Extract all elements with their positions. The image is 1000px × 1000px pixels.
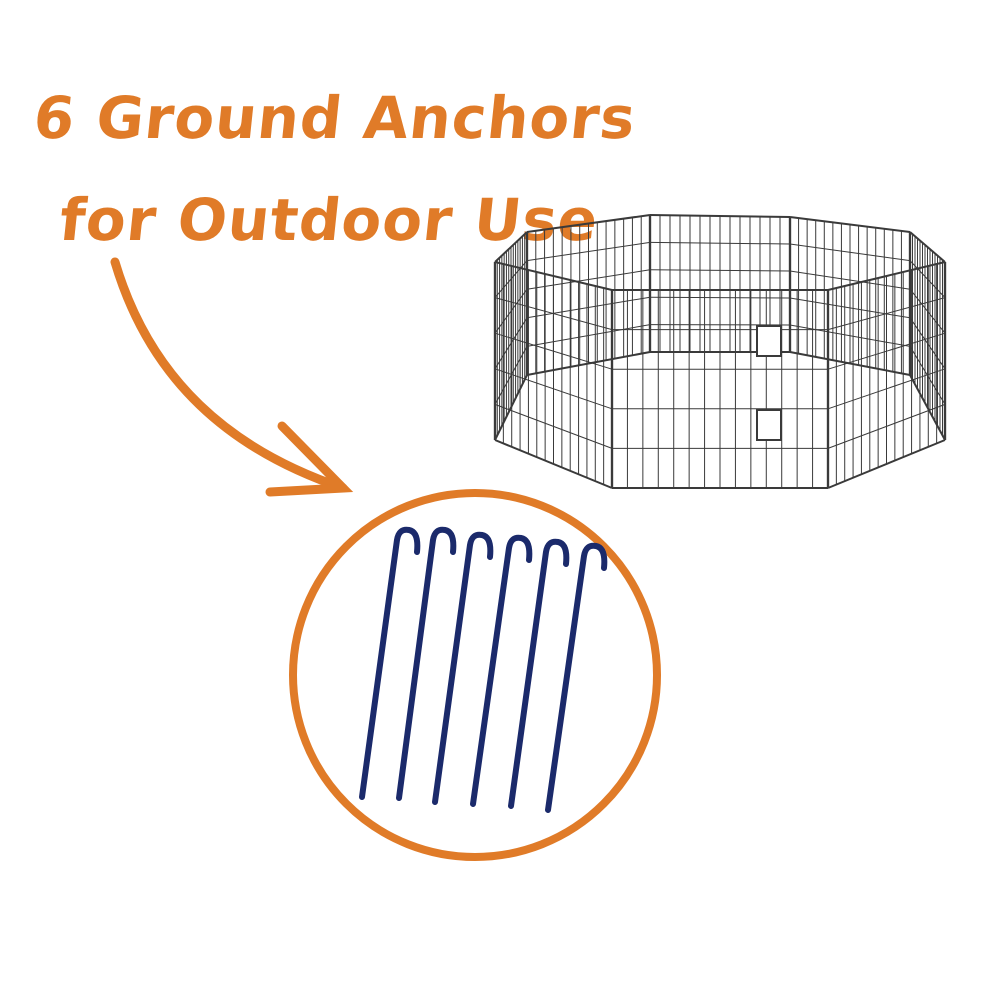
playpen-wire [789, 270, 911, 290]
playpen-wire [789, 216, 911, 233]
ground-anchor-stake [508, 538, 570, 809]
playpen-wire [909, 288, 946, 334]
playpen-illustration [493, 214, 947, 489]
playpen-wire [827, 439, 946, 489]
playpen-wire [494, 260, 528, 298]
playpen-wire [649, 214, 791, 218]
stakes-highlight-circle [289, 489, 661, 861]
playpen-wire [526, 269, 651, 290]
playpen-wire [789, 243, 911, 262]
playpen-wire [827, 261, 946, 291]
playpen-wire [909, 346, 946, 405]
playpen-wire [494, 374, 528, 441]
playpen-wire [494, 368, 613, 410]
playpen-wire [494, 346, 528, 405]
ground-anchor-stake [359, 526, 421, 800]
door-latch [756, 325, 782, 357]
playpen-wire [789, 351, 911, 376]
door-latch [756, 409, 782, 441]
playpen-wire [494, 288, 528, 334]
playpen-wire [909, 231, 946, 263]
ground-anchor-stake [545, 542, 608, 813]
playpen-wire [649, 269, 791, 272]
playpen-wire [909, 260, 946, 298]
playpen-wire [494, 297, 613, 331]
playpen-wire [526, 296, 651, 319]
playpen-wire [827, 332, 946, 370]
playpen-wire [789, 324, 911, 347]
playpen-wire [494, 231, 528, 263]
ground-anchor-stakes [359, 526, 608, 813]
playpen-wire [909, 374, 946, 441]
playpen-wire [494, 261, 613, 291]
playpen-wire [494, 332, 613, 370]
ground-anchor-stake [432, 531, 494, 805]
playpen-wire [494, 403, 613, 449]
playpen-wire [526, 324, 651, 347]
playpen-wire [494, 317, 528, 370]
playpen-wire [827, 368, 946, 410]
ground-anchor-stake [396, 526, 457, 801]
ground-anchor-stake [470, 534, 533, 807]
playpen-wire [526, 241, 651, 262]
arrow-icon [110, 257, 354, 497]
playpen-wire [494, 439, 613, 489]
playpen-wire [649, 241, 791, 245]
playpen-wire [526, 214, 651, 233]
playpen-wire [827, 297, 946, 331]
playpen-wire [827, 403, 946, 449]
playpen-wire [526, 351, 651, 376]
playpen-wire [789, 297, 911, 319]
playpen-wire [909, 317, 946, 370]
